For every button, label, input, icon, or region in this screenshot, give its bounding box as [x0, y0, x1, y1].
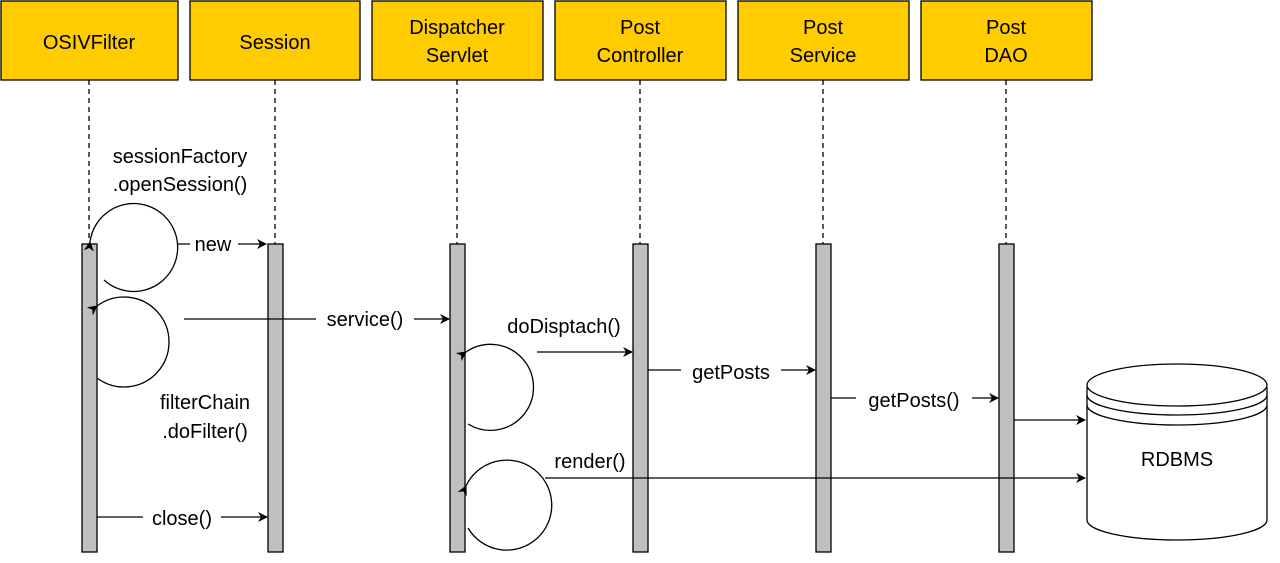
participant-dao-label-line1: Post [986, 17, 1026, 39]
activation-post-service [815, 243, 832, 553]
participant-session-label: Session [239, 32, 310, 54]
participant-dispatcher-label-line1: Dispatcher [409, 17, 505, 39]
participant-post-dao[interactable]: Post DAO [920, 0, 1093, 81]
participant-osivfilter-label: OSIVFilter [43, 32, 136, 54]
participant-service-label-line1: Post [803, 17, 843, 39]
database-label: RDBMS [1141, 449, 1213, 471]
label-filter-chain-line2: .doFilter() [162, 421, 248, 443]
activation-osivfilter [81, 243, 98, 553]
participant-session[interactable]: Session [189, 0, 361, 81]
participant-controller-label-line1: Post [620, 17, 660, 39]
label-filter-chain-line1: filterChain [160, 392, 250, 414]
message-labels: sessionFactory .openSession() new servic… [113, 146, 972, 530]
label-open-session-line2: .openSession() [113, 174, 248, 196]
label-get-posts-dao: getPosts() [868, 390, 959, 412]
self-call-filter-chain [86, 296, 170, 388]
label-service: service() [327, 309, 404, 331]
lifelines [88, 80, 1007, 244]
activation-bars [81, 243, 1015, 553]
activation-dispatcher-servlet [449, 243, 466, 553]
database-cylinder-icon[interactable]: RDBMS [1086, 363, 1268, 541]
self-calls [83, 202, 553, 551]
activation-session [267, 243, 284, 553]
activation-post-dao [998, 243, 1015, 553]
participant-dao-label-line2: DAO [984, 45, 1027, 67]
self-call-do-dispatch [455, 343, 535, 431]
self-call-open-session [83, 202, 179, 293]
label-open-session-line1: sessionFactory [113, 146, 248, 168]
label-do-dispatch: doDisptach() [507, 316, 620, 338]
self-call-render [457, 459, 553, 551]
message-arrows [97, 239, 1086, 522]
label-get-posts: getPosts [692, 362, 770, 384]
participant-osivfilter[interactable]: OSIVFilter [0, 0, 179, 81]
label-render: render() [554, 451, 625, 473]
participant-post-service[interactable]: Post Service [737, 0, 910, 81]
label-new: new [195, 234, 232, 256]
participant-service-label-line2: Service [790, 45, 857, 67]
activation-post-controller [632, 243, 649, 553]
participant-controller-label-line2: Controller [597, 45, 684, 67]
participants: OSIVFilter Session Dispatcher Servlet Po… [0, 0, 1093, 81]
participant-dispatcher-servlet[interactable]: Dispatcher Servlet [371, 0, 544, 81]
participant-post-controller[interactable]: Post Controller [554, 0, 727, 81]
participant-dispatcher-label-line2: Servlet [426, 45, 489, 67]
label-close: close() [152, 508, 212, 530]
